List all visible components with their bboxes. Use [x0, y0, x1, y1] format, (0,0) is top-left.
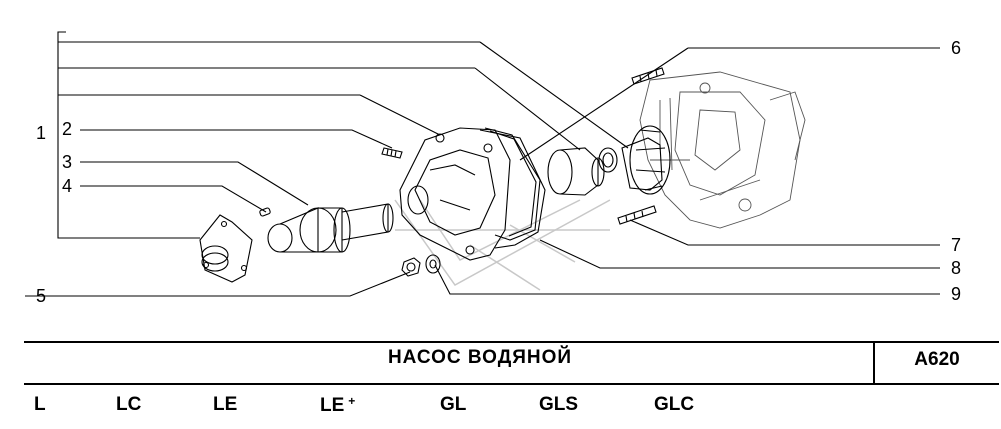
callout-5: 5 [36, 286, 47, 306]
part-stud [381, 147, 403, 159]
variant-le: LE [213, 394, 238, 415]
part-ring [598, 147, 618, 173]
part-stud-lower [617, 205, 657, 225]
callout-1: 1 [36, 123, 47, 143]
variant-le-plus: LE+ [320, 394, 355, 417]
part-seal [547, 147, 605, 196]
callout-2: 2 [62, 119, 73, 139]
title-divider [873, 341, 875, 383]
exploded-parts-diagram [25, 31, 940, 297]
variant-gls: GLS [539, 394, 579, 415]
title-block [24, 341, 999, 385]
part-pump-shaft [267, 203, 394, 253]
part-impeller [621, 125, 671, 195]
variant-lc: LC [116, 394, 142, 415]
part-gasket [484, 127, 541, 241]
variant-l: L [34, 394, 46, 415]
engine-block [639, 71, 806, 229]
variant-le-plus-sup: + [348, 394, 356, 408]
part-washer [425, 254, 441, 274]
part-stud-small [259, 207, 271, 217]
part-stud-upper [631, 67, 665, 85]
variant-glc: GLC [654, 394, 695, 415]
watermark-logo [394, 199, 611, 291]
part-pump-housing [399, 127, 546, 261]
group-bracket [57, 31, 480, 239]
part-nut [401, 257, 421, 277]
callout-3: 3 [62, 152, 73, 172]
callout-7: 7 [951, 235, 962, 255]
callout-4: 4 [62, 176, 73, 196]
part-code: A620 [914, 349, 960, 370]
page-title: НАСОС ВОДЯНОЙ [387, 347, 573, 368]
part-drain-flange [199, 214, 253, 283]
leader-lines [25, 41, 940, 297]
variant-le-plus-label: LE [320, 395, 345, 416]
variant-gl: GL [440, 394, 467, 415]
callout-6: 6 [951, 38, 962, 58]
callout-9: 9 [951, 284, 962, 304]
callout-8: 8 [951, 258, 962, 278]
